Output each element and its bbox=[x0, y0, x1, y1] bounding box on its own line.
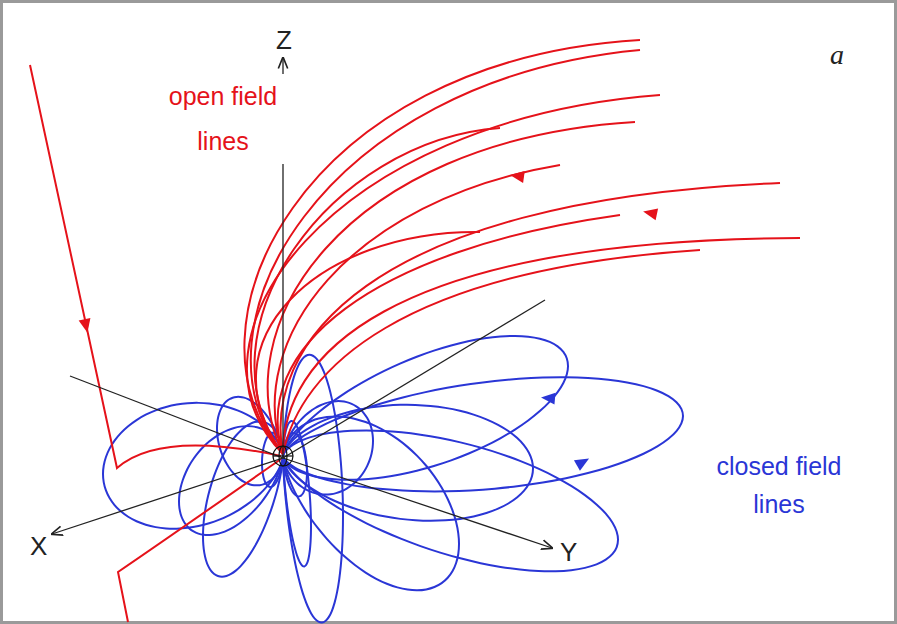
axis-label: Y bbox=[558, 538, 579, 567]
open-field-line bbox=[268, 122, 635, 454]
closed-field-line bbox=[283, 355, 343, 623]
arrowhead bbox=[574, 453, 592, 470]
arrowhead bbox=[79, 318, 94, 334]
region-label: closed field lines bbox=[714, 448, 844, 523]
x-axis bbox=[52, 458, 283, 534]
arrowhead bbox=[642, 206, 658, 221]
arrowhead bbox=[509, 169, 525, 183]
open-field-line bbox=[256, 232, 480, 454]
closed-field-line bbox=[283, 405, 533, 521]
arrowhead bbox=[541, 391, 556, 404]
y-axis bbox=[283, 458, 552, 548]
closed-field-lines bbox=[103, 336, 683, 623]
open-field-line bbox=[283, 238, 800, 454]
y-axis-back bbox=[70, 376, 283, 458]
open-field-line bbox=[281, 183, 780, 454]
x-axis-back bbox=[283, 300, 545, 458]
earth-symbol bbox=[273, 446, 293, 466]
open-field-lines bbox=[30, 40, 800, 622]
open-field-line bbox=[247, 95, 660, 454]
open-field-line bbox=[275, 165, 560, 454]
axes bbox=[52, 58, 552, 548]
panel-letter: a bbox=[828, 40, 846, 71]
open-field-line bbox=[283, 250, 700, 454]
region-label: open field lines bbox=[160, 74, 286, 164]
open-field-line bbox=[278, 215, 620, 454]
closed-field-line bbox=[203, 421, 283, 576]
open-field-line bbox=[244, 40, 640, 454]
axis-label: Z bbox=[274, 26, 294, 55]
axis-label: X bbox=[28, 532, 49, 561]
direction-arrows bbox=[79, 169, 658, 471]
closed-field-line bbox=[283, 336, 568, 480]
open-field-line bbox=[118, 459, 281, 622]
